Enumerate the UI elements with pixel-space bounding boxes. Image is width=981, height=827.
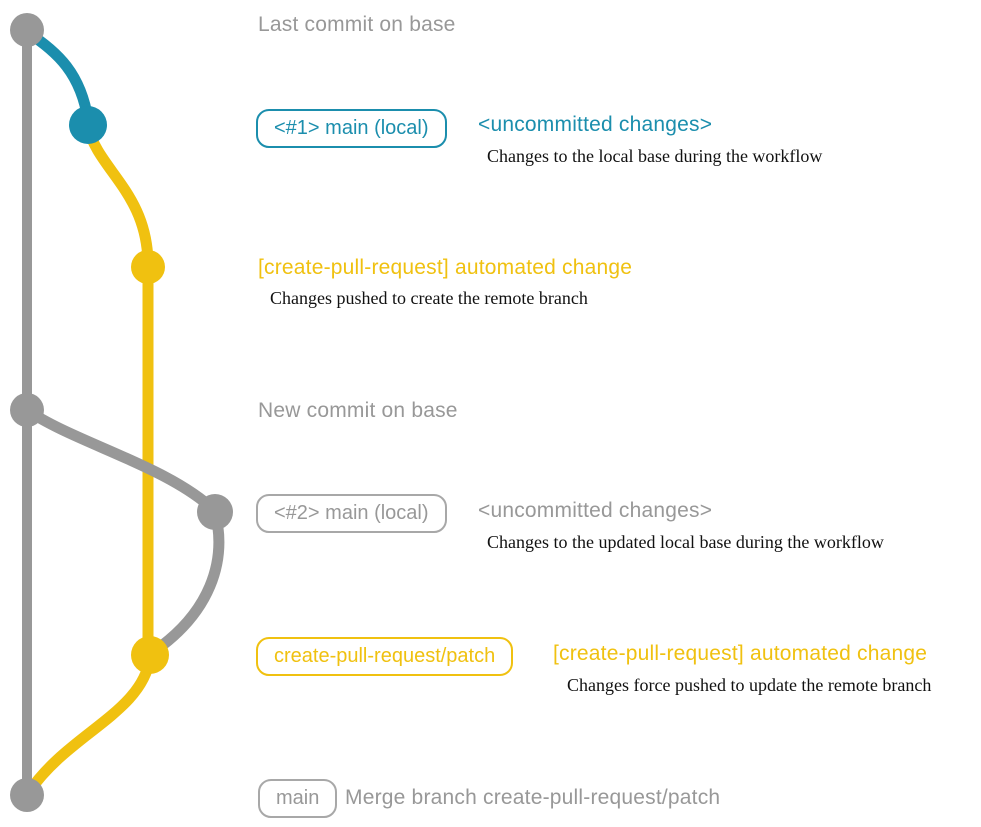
uncommitted-changes-note-1: <uncommitted changes> — [478, 113, 713, 136]
pull-request-branch-line — [82, 121, 154, 663]
local-changes-detail-1: Changes to the local base during the wor… — [487, 146, 823, 166]
commit-dot-cpr-1 — [131, 250, 165, 284]
automated-change-detail-2: Changes force pushed to update the remot… — [567, 675, 932, 695]
local-changes-line — [21, 26, 94, 126]
commit-dot-local-2 — [197, 494, 233, 530]
merge-branch-line — [23, 652, 156, 798]
last-commit-label: Last commit on base — [258, 13, 456, 36]
uncommitted-changes-note-2: <uncommitted changes> — [478, 499, 713, 522]
branch-badge-main-local-2: <#2> main (local) — [256, 494, 447, 533]
commit-dot-merge — [10, 778, 44, 812]
new-commit-label: New commit on base — [258, 399, 458, 422]
commit-dot-cpr-2 — [131, 636, 169, 674]
git-graph — [10, 13, 233, 812]
branch-badge-main-local-1: <#1> main (local) — [256, 109, 447, 148]
merge-commit-message: Merge branch create-pull-request/patch — [345, 786, 721, 809]
automated-change-title-1: [create-pull-request] automated change — [258, 256, 633, 279]
commit-dot-local-1 — [69, 106, 107, 144]
automated-change-title-2: [create-pull-request] automated change — [553, 642, 928, 665]
branch-badge-main: main — [258, 779, 338, 818]
commit-dot-last-base — [10, 13, 44, 47]
updated-base-branch-line — [21, 404, 221, 517]
branch-badge-create-pull-request-patch: create-pull-request/patch — [256, 637, 514, 676]
local-changes-detail-2: Changes to the updated local base during… — [487, 532, 884, 552]
automated-change-detail-1: Changes pushed to create the remote bran… — [270, 288, 588, 308]
commit-dot-new-base — [10, 393, 44, 427]
rebase-return-line — [150, 506, 225, 656]
